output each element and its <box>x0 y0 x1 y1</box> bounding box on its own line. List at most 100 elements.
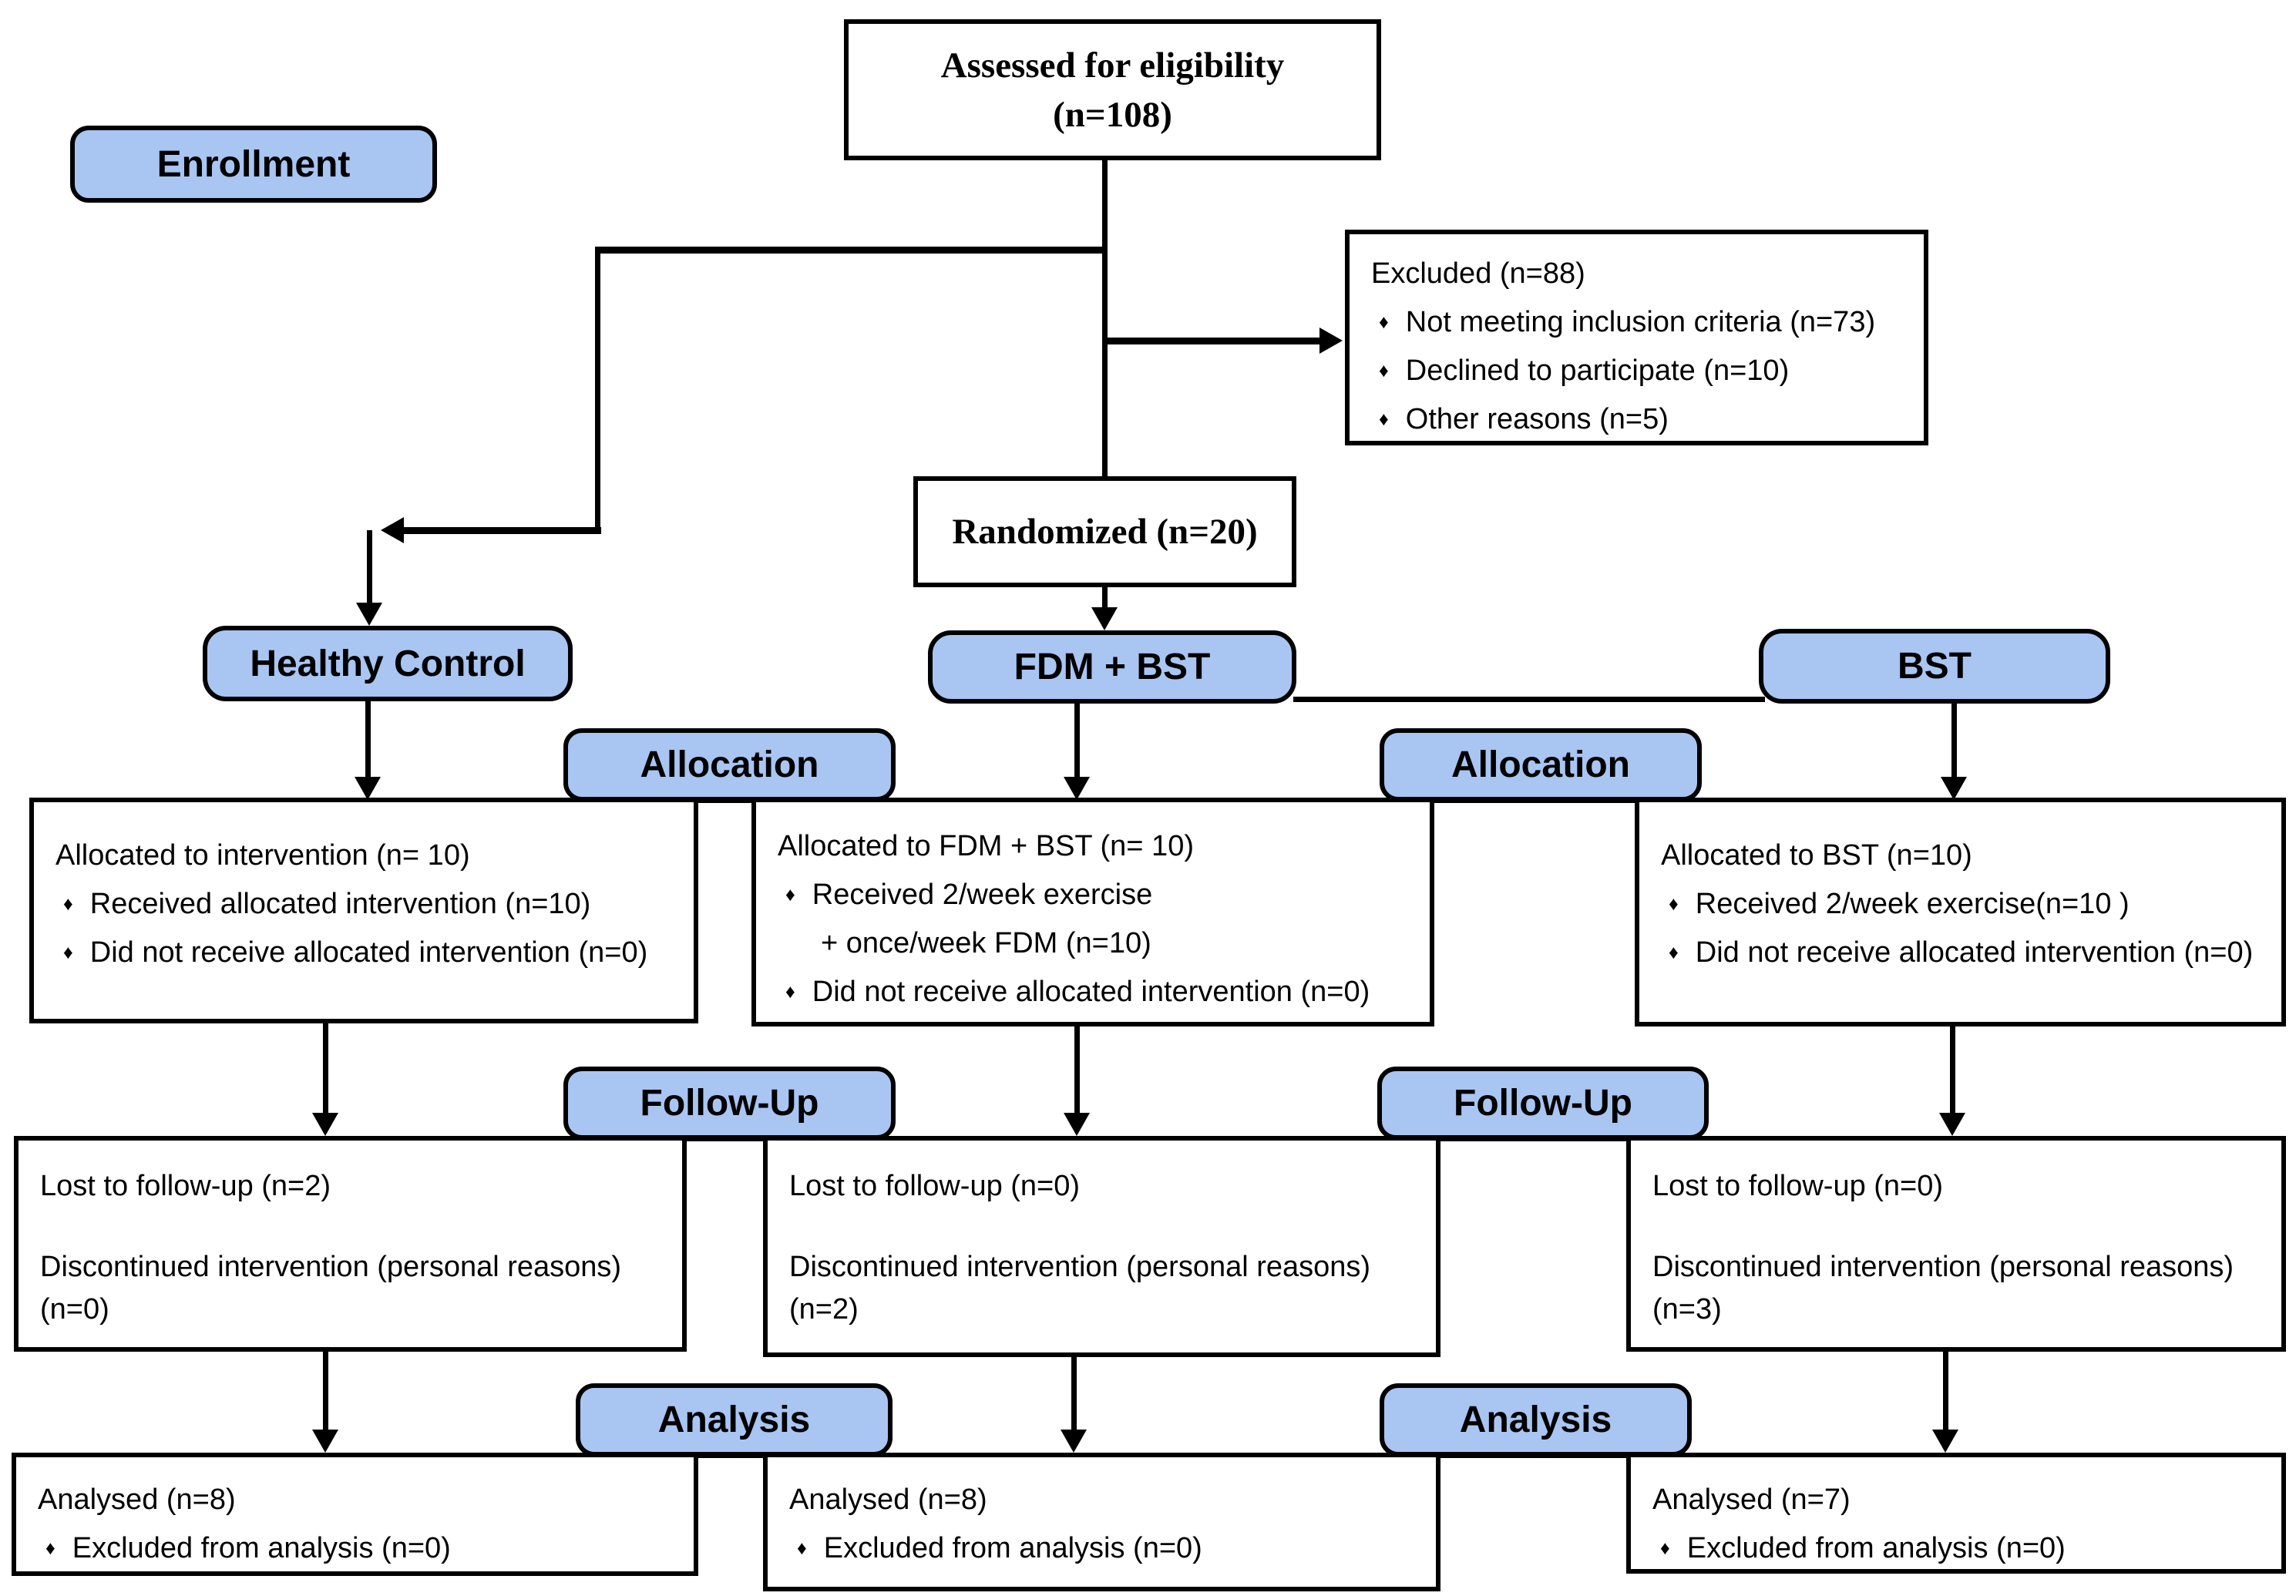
arm-healthy-control: Healthy Control <box>203 626 573 701</box>
analysis-hc-item: ♦ Excluded from analysis (n=0) <box>45 1532 451 1564</box>
allocation-box-fdm-bst: Allocated to FDM + BST (n= 10) ♦ Receive… <box>751 798 1434 1026</box>
arrowhead-bst-analysis <box>1932 1430 1958 1453</box>
enrollment-label-text: Enrollment <box>156 143 351 185</box>
connector-assessed-to-randomized <box>1102 158 1108 478</box>
randomized-box: Randomized (n=20) <box>913 476 1296 587</box>
followup-box-bst: Lost to follow-up (n=0) Discontinued int… <box>1626 1136 2286 1352</box>
allocation-bst-title: Allocated to BST (n=10) <box>1661 839 1972 872</box>
arm-fdm-bst: FDM + BST <box>928 630 1296 704</box>
connector-hc-to-allocation <box>365 700 371 778</box>
allocation-stage-label-left: Allocation <box>563 728 896 801</box>
allocation-stage-label-right: Allocation <box>1380 728 1702 801</box>
analysis-stage-label-right: Analysis <box>1380 1383 1692 1457</box>
analysis-box-healthy-control: Analysed (n=8) ♦ Excluded from analysis … <box>12 1453 698 1576</box>
connector-fdm-alloc-to-followup <box>1074 1023 1080 1114</box>
excluded-box: Excluded (n=88) ♦ Not meeting inclusion … <box>1345 230 1928 445</box>
arm-fdm-bst-label: FDM + BST <box>1014 647 1211 687</box>
followup-bst-lost: Lost to follow-up (n=0) <box>1652 1170 1944 1202</box>
diamond-bullet-icon: ♦ <box>785 884 795 906</box>
allocation-box-bst: Allocated to BST (n=10) ♦ Received 2/wee… <box>1635 798 2286 1026</box>
connector-fdm-followup-to-analysis <box>1071 1350 1077 1431</box>
arm-bst: BST <box>1759 629 2110 704</box>
arrowhead-hc-allocation <box>355 777 381 800</box>
arrowhead-into-healthy-control <box>356 603 382 626</box>
arrowhead-into-excluded <box>1319 328 1343 354</box>
allocation-label-text: Allocation <box>1451 744 1630 785</box>
arm-bst-label: BST <box>1898 646 1972 687</box>
followup-fdm-discontinued: Discontinued intervention (personal reas… <box>789 1251 1371 1283</box>
allocation-fdm-item: ♦ Received 2/week exercise <box>785 879 1153 911</box>
allocation-fdm-title: Allocated to FDM + BST (n= 10) <box>778 830 1194 862</box>
allocation-label-text: Allocation <box>640 744 819 785</box>
followup-box-healthy-control: Lost to follow-up (n=2) Discontinued int… <box>14 1136 687 1352</box>
followup-stage-label-left: Follow-Up <box>563 1067 896 1140</box>
diamond-bullet-icon: ♦ <box>1669 893 1679 915</box>
analysis-bst-title: Analysed (n=7) <box>1652 1483 1851 1516</box>
excluded-item: ♦ Declined to participate (n=10) <box>1379 354 1790 387</box>
assessed-line2: (n=108) <box>1053 94 1172 135</box>
connector-left-horizontal-arrow-line <box>402 527 601 534</box>
arrowhead-fdm-followup <box>1064 1113 1090 1136</box>
allocation-box-healthy-control: Allocated to intervention (n= 10) ♦ Rece… <box>29 798 698 1023</box>
diamond-bullet-icon: ♦ <box>785 981 795 1003</box>
connector-left-vertical <box>595 247 600 532</box>
arrowhead-hc-analysis <box>312 1430 338 1453</box>
diamond-bullet-icon: ♦ <box>1669 942 1679 963</box>
analysis-fdm-item: ♦ Excluded from analysis (n=0) <box>797 1532 1202 1564</box>
analysis-box-fdm-bst: Analysed (n=8) ♦ Excluded from analysis … <box>763 1453 1440 1591</box>
arrowhead-left-to-healthy-control <box>381 517 404 543</box>
allocation-fdm-item-continuation: + once/week FDM (n=10) <box>821 927 1151 959</box>
diamond-bullet-icon: ♦ <box>1379 360 1389 381</box>
allocation-hc-item: ♦ Received allocated intervention (n=10) <box>63 888 591 920</box>
connector-down-to-healthy-control <box>367 530 372 604</box>
enrollment-stage-label: Enrollment <box>70 126 437 203</box>
allocation-bst-item: ♦ Did not receive allocated intervention… <box>1669 936 2254 969</box>
connector-bst-followup-to-analysis <box>1943 1350 1948 1431</box>
followup-label-text: Follow-Up <box>640 1083 819 1124</box>
followup-box-fdm-bst: Lost to follow-up (n=0) Discontinued int… <box>763 1136 1440 1357</box>
arrowhead-fdm-allocation <box>1064 777 1090 800</box>
diamond-bullet-icon: ♦ <box>63 942 73 963</box>
connector-fdm-to-allocation <box>1074 703 1080 778</box>
assessed-for-eligibility-box: Assessed for eligibility (n=108) <box>844 19 1381 160</box>
excluded-item: ♦ Other reasons (n=5) <box>1379 403 1669 435</box>
connector-hc-followup-to-analysis <box>323 1350 328 1431</box>
connector-fdmbst-to-bst <box>1293 697 1765 702</box>
followup-hc-discontinued: Discontinued intervention (personal reas… <box>40 1251 622 1283</box>
allocation-hc-title: Allocated to intervention (n= 10) <box>55 839 470 872</box>
analysis-fdm-title: Analysed (n=8) <box>789 1483 987 1516</box>
arrowhead-fdm-analysis <box>1061 1430 1087 1453</box>
arm-healthy-control-label: Healthy Control <box>250 643 526 684</box>
analysis-label-text: Analysis <box>657 1399 811 1440</box>
followup-bst-discontinued: Discontinued intervention (personal reas… <box>1652 1251 2234 1283</box>
analysis-bst-item: ♦ Excluded from analysis (n=0) <box>1660 1532 2066 1564</box>
diamond-bullet-icon: ♦ <box>63 893 73 915</box>
arrowhead-into-fdmbst <box>1091 607 1118 630</box>
followup-bst-n: (n=3) <box>1652 1293 1722 1326</box>
connector-bst-to-allocation <box>1951 703 1957 778</box>
diamond-bullet-icon: ♦ <box>1379 311 1389 333</box>
allocation-bst-item: ♦ Received 2/week exercise(n=10 ) <box>1669 888 2130 920</box>
arrowhead-hc-followup <box>312 1113 338 1136</box>
analysis-box-bst: Analysed (n=7) ♦ Excluded from analysis … <box>1626 1453 2286 1574</box>
analysis-stage-label-left: Analysis <box>576 1383 893 1457</box>
diamond-bullet-icon: ♦ <box>797 1537 807 1559</box>
connector-bst-alloc-to-followup <box>1950 1023 1955 1114</box>
assessed-line1: Assessed for eligibility <box>940 45 1285 86</box>
diamond-bullet-icon: ♦ <box>1379 408 1389 430</box>
connector-branch-left-horizontal <box>595 247 1108 254</box>
connector-hc-alloc-to-followup <box>323 1023 328 1114</box>
followup-label-text: Follow-Up <box>1454 1083 1632 1124</box>
allocation-hc-item: ♦ Did not receive allocated intervention… <box>63 936 648 969</box>
arrowhead-bst-allocation <box>1941 777 1967 800</box>
excluded-item: ♦ Not meeting inclusion criteria (n=73) <box>1379 306 1876 338</box>
analysis-hc-title: Analysed (n=8) <box>38 1483 236 1516</box>
diamond-bullet-icon: ♦ <box>45 1537 55 1559</box>
connector-to-excluded <box>1107 338 1323 344</box>
followup-hc-lost: Lost to follow-up (n=2) <box>40 1170 331 1202</box>
diamond-bullet-icon: ♦ <box>1660 1537 1670 1559</box>
connector-randomized-to-fdmbst <box>1102 586 1108 610</box>
followup-stage-label-right: Follow-Up <box>1377 1067 1709 1140</box>
followup-fdm-lost: Lost to follow-up (n=0) <box>789 1170 1081 1202</box>
